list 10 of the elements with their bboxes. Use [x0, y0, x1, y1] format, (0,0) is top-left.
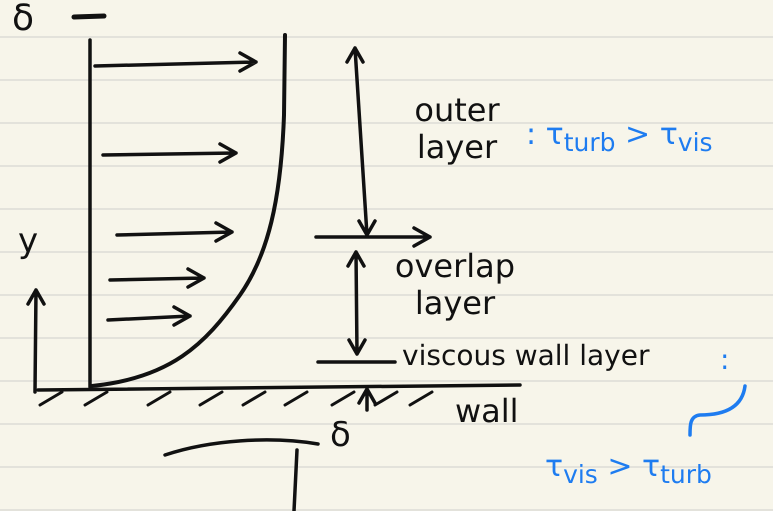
layer-label: outer layer — [413, 92, 501, 166]
wall-label: wall — [455, 393, 519, 430]
stress-relation: τ$_{vis}$ > τ$_{turb}$ — [545, 450, 712, 490]
thickness-symbol: δ — [330, 416, 351, 456]
colon-mark: : — [720, 344, 730, 376]
boundary-thickness-symbol: δ — [12, 0, 34, 40]
layer-label: overlap layer — [394, 248, 516, 322]
stress-relation: : τ$_{turb}$ > τ$_{vis}$ — [526, 118, 713, 158]
layer-label: viscous wall layer — [402, 340, 650, 372]
axis-label: y — [18, 222, 38, 262]
